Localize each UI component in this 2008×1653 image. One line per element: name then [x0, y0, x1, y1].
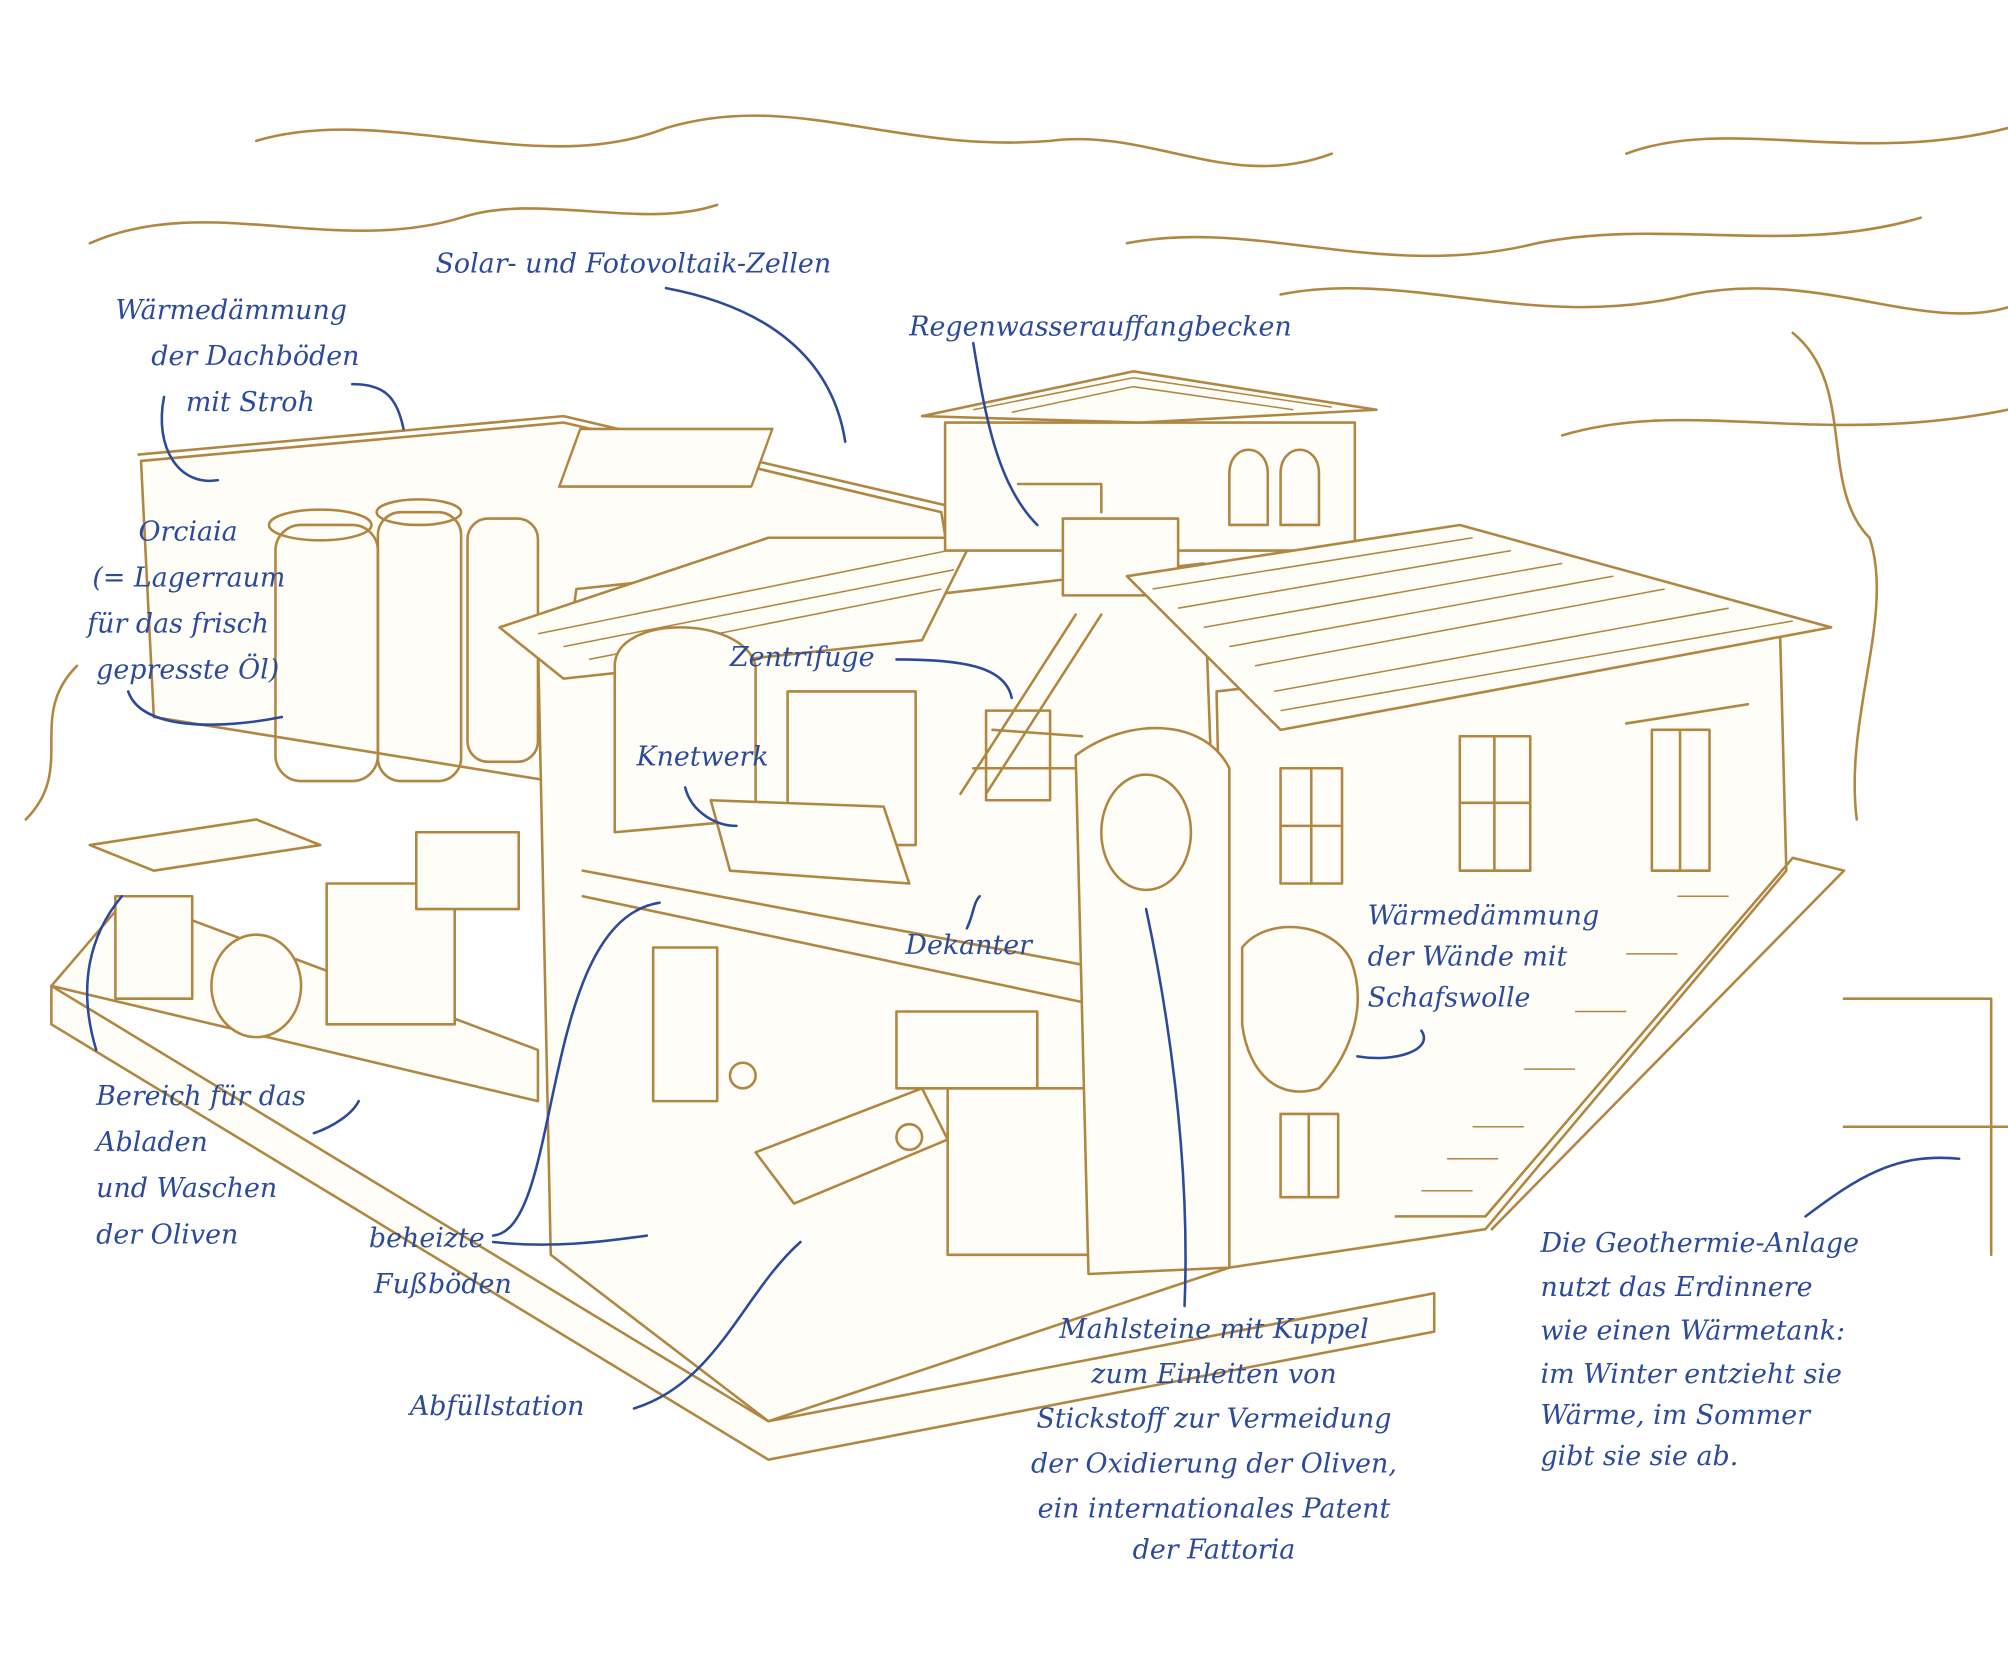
label-line: nutzt das Erdinnere [1540, 1272, 1812, 1303]
label-geothermal: Die Geothermie-Anlage nutzt das Erdinner… [1539, 1228, 1859, 1472]
label-line: Fußböden [373, 1269, 512, 1300]
label-solar-cells: Solar- und Fotovoltaik-Zellen [436, 249, 832, 280]
main-house [1074, 523, 1846, 1276]
label-line: Schafswolle [1368, 982, 1531, 1013]
label-line: wie einen Wärmetank: [1540, 1315, 1845, 1346]
tower [920, 370, 1378, 597]
label-line: Stickstoff zur Vermeidung [1036, 1404, 1391, 1435]
label-kneader: Knetwerk [636, 742, 769, 773]
label-line: Bereich für das [95, 1081, 306, 1112]
label-line: Abladen [93, 1127, 208, 1158]
label-line: beheizte [369, 1223, 485, 1254]
label-wall-insulation: Wärmedämmung der Wände mit Schafswolle [1368, 900, 1600, 1013]
label-rainwater-tank: Regenwasserauffangbecken [908, 311, 1291, 342]
label-line: mit Stroh [186, 387, 315, 418]
unloading-area [50, 818, 540, 1103]
label-heated-floors: beheizte Fußböden [369, 1223, 512, 1300]
annotation-arrows [85, 286, 1961, 1410]
label-line: im Winter entzieht sie [1540, 1359, 1841, 1390]
label-line: der Dachböden [151, 341, 359, 372]
label-centrifuge: Zentrifuge [729, 642, 875, 673]
label-roof-insulation: Wärmedämmung der Dachböden mit Stroh [115, 295, 359, 418]
label-line: Mahlsteine mit Kuppel [1058, 1314, 1368, 1345]
label-line: und Waschen [96, 1173, 277, 1204]
label-decanter: Dekanter [904, 930, 1034, 961]
label-line: Die Geothermie-Anlage [1539, 1228, 1859, 1259]
label-bottling-station: Abfüllstation [407, 1391, 585, 1422]
label-line: Orciaia [138, 516, 237, 547]
label-line: der Fattoria [1133, 1534, 1296, 1565]
label-line: der Oxidierung der Oliven, [1031, 1448, 1397, 1479]
label-line: Wärmedämmung [115, 295, 347, 326]
label-line: Wärme, im Sommer [1540, 1400, 1812, 1431]
label-line: gepresste Öl) [96, 654, 279, 686]
central-section [498, 536, 1231, 1423]
label-line: der Wände mit [1368, 941, 1568, 972]
label-line: ein internationales Patent [1038, 1493, 1391, 1524]
label-line: (= Lagerraum [92, 562, 285, 593]
label-orciaia: Orciaia (= Lagerraum für das frisch gepr… [85, 516, 285, 685]
sky-clouds [24, 114, 2008, 1257]
label-line: für das frisch [85, 609, 269, 640]
label-line: Wärmedämmung [1368, 900, 1600, 931]
label-line: zum Einleiten von [1090, 1359, 1336, 1390]
label-line: der Oliven [96, 1219, 238, 1250]
annotation-labels: Solar- und Fotovoltaik-Zellen Wärmedämmu… [85, 249, 1859, 1566]
label-unloading-area: Bereich für das Abladen und Waschen der … [93, 1081, 306, 1250]
label-line: gibt sie sie ab. [1540, 1441, 1738, 1472]
label-millstones: Mahlsteine mit Kuppel zum Einleiten von … [1031, 1314, 1397, 1565]
